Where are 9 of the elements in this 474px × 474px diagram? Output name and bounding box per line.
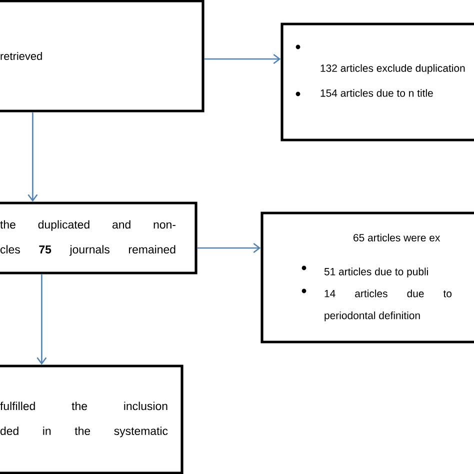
text-box: retrieved [0, 0, 204, 112]
arrow [36, 274, 47, 365]
text-box: the duplicated and non- cles 75 journals remained [0, 202, 198, 274]
arrow [204, 54, 281, 64]
text-box: fulfilled the inclusion ded in the systematic [0, 364, 184, 474]
arrow [197, 242, 261, 254]
arrow [28, 112, 38, 202]
text-box: 132 articles exclude duplication 154 articles due to n title [280, 22, 474, 142]
text-box: 65 articles were ex 51 articles due to publi 14 articles due to periodontal definition [260, 212, 474, 344]
